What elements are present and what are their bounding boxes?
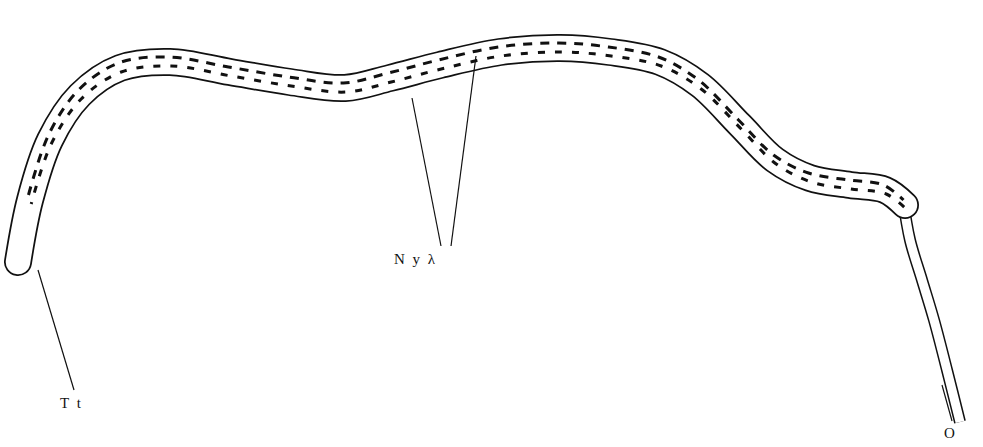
body-fill bbox=[18, 48, 905, 262]
part-label: O bbox=[944, 426, 957, 441]
body-outline bbox=[18, 48, 905, 262]
leader-lines bbox=[38, 56, 952, 421]
tail-outline bbox=[903, 200, 960, 422]
part-label: T t bbox=[60, 396, 83, 411]
part-label: N y λ bbox=[394, 252, 437, 267]
leader-line bbox=[942, 385, 952, 421]
leader-line bbox=[451, 56, 476, 246]
leader-line bbox=[38, 270, 74, 390]
tail-fill bbox=[903, 200, 960, 422]
leader-line bbox=[412, 98, 441, 246]
nuclei-dashes bbox=[31, 52, 906, 209]
worm-body bbox=[18, 43, 960, 422]
